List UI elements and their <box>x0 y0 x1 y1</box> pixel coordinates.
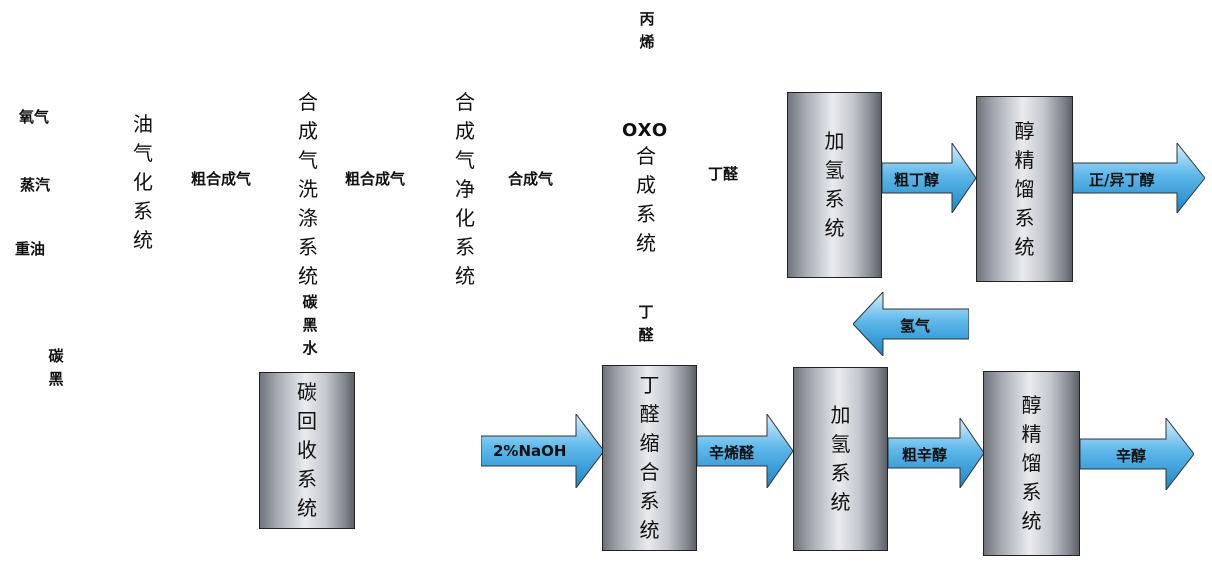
naoh-arrow: 2%NaOH <box>481 414 604 488</box>
syngas-purification-system-label: 合成气净化系统 <box>455 90 475 288</box>
carbon-black-water-label: 碳黑水 <box>302 293 318 357</box>
crude-butanol-arrow: 粗丁醇 <box>882 143 976 213</box>
crude-butanol-label: 粗丁醇 <box>894 171 940 189</box>
oil-gasification-system-label: 油气化系统 <box>133 112 153 252</box>
hydrogen-arrow: 氢气 <box>853 292 969 356</box>
alcohol-distillation-system-top-label: 醇精馏系统 <box>1014 118 1035 259</box>
carbon-black-label: 碳黑 <box>48 347 64 388</box>
propylene-label: 丙烯 <box>639 10 655 51</box>
alcohol-distillation-system-bottom-box: 醇精馏系统 <box>983 371 1080 556</box>
heavy-oil-label: 重油 <box>15 240 46 258</box>
hydrogenation-system-top-box: 加氢系统 <box>787 92 882 278</box>
naoh-label: 2%NaOH <box>493 442 567 460</box>
crude-syngas-label-2: 粗合成气 <box>345 170 406 188</box>
hydrogen-label: 氢气 <box>900 317 931 335</box>
carbon-recovery-system-label: 碳回收系统 <box>297 380 317 520</box>
butanal-label-vertical: 丁醛 <box>638 303 654 344</box>
oxo-synthesis-system-label: 合成系统 <box>636 144 656 255</box>
steam-label: 蒸汽 <box>20 176 51 194</box>
hydrogenation-system-bottom-box: 加氢系统 <box>793 367 888 551</box>
octanol-arrow: 辛醇 <box>1080 418 1194 490</box>
crude-octanol-arrow: 粗辛醇 <box>888 418 984 488</box>
hydrogenation-system-top-label: 加氢系统 <box>824 129 845 240</box>
butanal-condensation-system-box: 丁醛缩合系统 <box>602 365 697 551</box>
alcohol-distillation-system-top-box: 醇精馏系统 <box>976 96 1073 282</box>
butanal-label-top: 丁醛 <box>708 165 739 183</box>
n-iso-butanol-arrow: 正/异丁醇 <box>1073 143 1205 213</box>
syngas-label: 合成气 <box>508 170 554 188</box>
n-iso-butanol-label: 正/异丁醇 <box>1089 171 1155 189</box>
butanal-condensation-system-label: 丁醛缩合系统 <box>639 373 660 542</box>
oxygen-label: 氧气 <box>19 108 50 126</box>
octenal-label: 辛烯醛 <box>709 444 755 462</box>
oxo-label: OXO <box>622 120 669 141</box>
syngas-washing-system-label: 合成气洗涤系统 <box>298 90 318 288</box>
hydrogenation-system-bottom-label: 加氢系统 <box>830 403 851 514</box>
crude-syngas-label-1: 粗合成气 <box>191 170 252 188</box>
alcohol-distillation-system-bottom-label: 醇精馏系统 <box>1021 393 1042 533</box>
octenal-arrow: 辛烯醛 <box>697 414 793 488</box>
crude-octanol-label: 粗辛醇 <box>902 446 948 464</box>
octanol-label: 辛醇 <box>1116 447 1147 465</box>
carbon-recovery-system-box: 碳回收系统 <box>259 372 355 529</box>
